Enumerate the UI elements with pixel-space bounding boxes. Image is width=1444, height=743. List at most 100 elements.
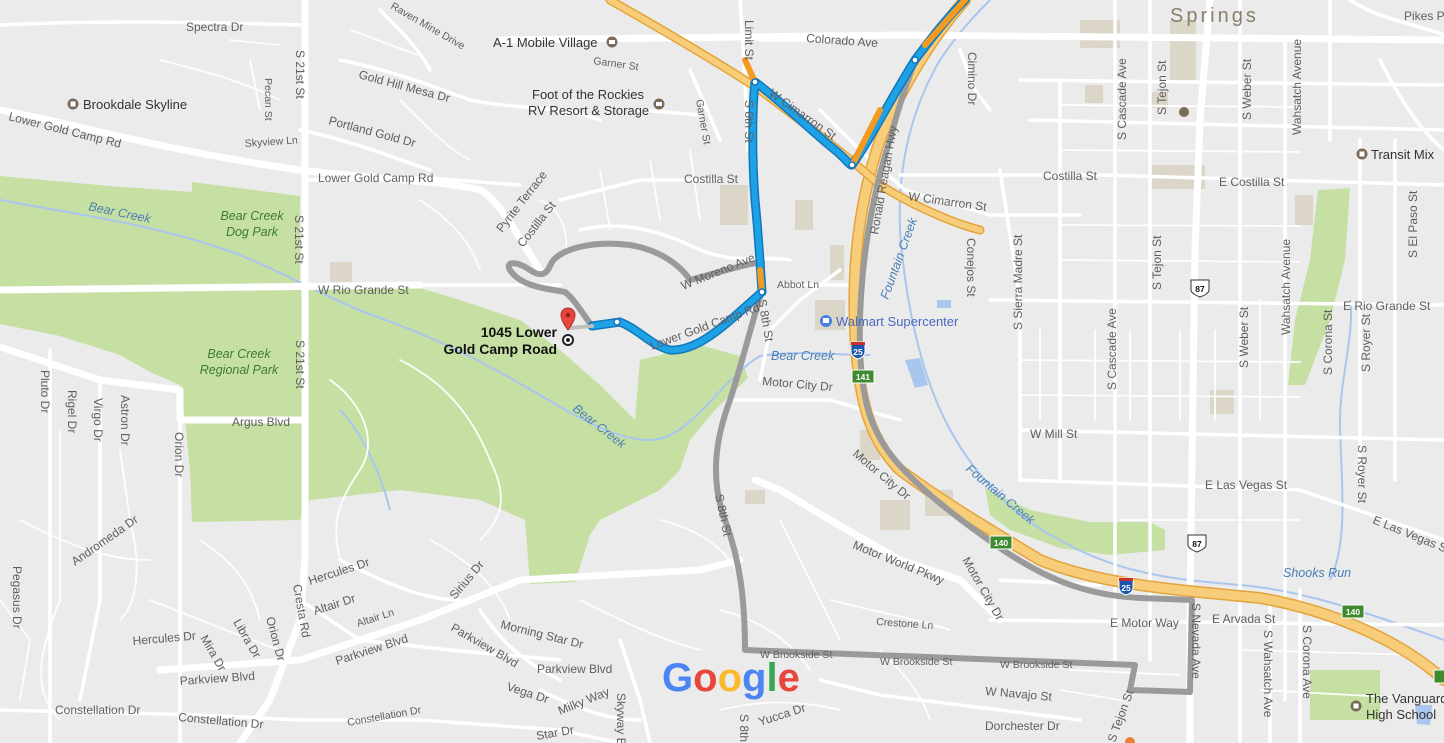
street-label: Astron Dr xyxy=(118,395,132,446)
street-label: Wahsatch Avenue xyxy=(1290,39,1304,135)
street-label: S 8th xyxy=(737,714,751,742)
street-label: W Brookside St xyxy=(760,649,832,661)
street-label: Constellation Dr xyxy=(55,703,140,717)
fountain-creek-water xyxy=(898,0,1444,641)
street-label: Orion Dr xyxy=(172,432,186,477)
svg-text:RV Resort & Storage: RV Resort & Storage xyxy=(528,103,649,118)
google-logo-letter: o xyxy=(718,656,742,700)
street-label: Skyway B xyxy=(614,693,628,743)
street-label: Parkview Blvd xyxy=(537,662,612,676)
street-label: Pecan St xyxy=(262,78,274,121)
street-label: S El Paso St xyxy=(1406,190,1420,258)
water-label: Bear Creek xyxy=(771,349,835,363)
street-label: W Navajo St xyxy=(985,684,1053,704)
waterways xyxy=(0,0,1444,641)
place-icon xyxy=(1125,737,1135,743)
fountain-creek-park-area xyxy=(985,488,1165,555)
street-label: S 21st St xyxy=(292,215,306,264)
street-label: Parkview Blvd xyxy=(179,669,255,688)
svg-text:87: 87 xyxy=(1195,284,1205,294)
state-shield-icon: 140 xyxy=(1341,604,1365,619)
alternate-route-west xyxy=(505,240,765,329)
poi-unlabeled xyxy=(1125,107,1189,743)
state-shield-icon: 141 xyxy=(851,369,875,384)
svg-text:High School: High School xyxy=(1366,707,1436,722)
svg-text:1045 Lower: 1045 Lower xyxy=(481,324,558,340)
street-label: E Arvada St xyxy=(1212,612,1276,626)
street-label: E Costilla St xyxy=(1219,175,1285,189)
alternate-routes xyxy=(505,57,1195,695)
state-shield-icon: 140 xyxy=(989,535,1013,550)
street-label: S Royer St xyxy=(1359,313,1373,372)
us-route-shield-icon: 87 xyxy=(1190,279,1210,298)
water-label: Shooks Run xyxy=(1283,566,1351,580)
street-label: Rigel Dr xyxy=(65,390,79,433)
street-label: S Sierra Madre St xyxy=(1011,234,1025,330)
svg-text:Brookdale Skyline: Brookdale Skyline xyxy=(83,97,187,112)
poi-foot-of-the-rockies: Foot of the Rockies RV Resort & Storage xyxy=(528,87,665,118)
street-label: Spectra Dr xyxy=(186,20,243,34)
street-label: Costilla St xyxy=(684,172,739,186)
poi-transit-mix: Transit Mix xyxy=(1356,147,1435,162)
poi-walmart-supercenter: Walmart Supercenter xyxy=(820,314,959,329)
street-label: Wahsatch Avenue xyxy=(1279,239,1293,335)
svg-text:25: 25 xyxy=(1121,583,1131,593)
street-label: Pikes P xyxy=(1404,9,1444,23)
wahsatch-park-area xyxy=(1288,188,1350,385)
street-label: S Corona Ave xyxy=(1300,625,1314,699)
bear-creek-park-area xyxy=(0,176,748,584)
svg-text:141: 141 xyxy=(856,372,870,382)
us-route-shield-icon: 87 xyxy=(1187,534,1207,553)
street-label: Pegasus Dr xyxy=(10,566,24,629)
street-label: S Tejon St xyxy=(1155,60,1169,115)
svg-text:Google: Google xyxy=(662,656,800,700)
street-label: Crestone Ln xyxy=(876,616,934,632)
svg-text:87: 87 xyxy=(1192,539,1202,549)
park-label: Bear Creek xyxy=(220,209,284,223)
google-logo-letter: l xyxy=(766,656,777,700)
poi-markers[interactable]: Brookdale Skyline A-1 Mobile Village Foo… xyxy=(67,35,1444,743)
street-label: S Weber St xyxy=(1240,58,1254,120)
svg-text:A-1 Mobile Village: A-1 Mobile Village xyxy=(493,35,598,50)
street-label: Virgo Dr xyxy=(91,398,105,442)
destination-pin[interactable] xyxy=(560,307,576,346)
google-logo-letter: g xyxy=(742,656,766,700)
street-label: Motor City Dr xyxy=(762,374,834,394)
svg-text:Gold Camp Road: Gold Camp Road xyxy=(443,341,557,357)
street-label: S Corona St xyxy=(1321,309,1335,375)
street-label: Cimino Dr xyxy=(965,52,979,105)
street-label: S Weber St xyxy=(1237,306,1251,368)
street-label: Colorado Ave xyxy=(806,31,879,50)
street-label: E Motor Way xyxy=(1110,616,1179,630)
street-label: S Nevada Ave xyxy=(1189,603,1203,679)
street-label: Hercules Dr xyxy=(132,629,196,648)
street-label: W Rio Grande St xyxy=(318,283,409,297)
poi-brookdale-skyline: Brookdale Skyline xyxy=(67,97,187,112)
svg-text:Transit Mix: Transit Mix xyxy=(1371,147,1435,162)
street-label: S 21st St xyxy=(293,50,307,99)
street-label: S Wahsatch Ave xyxy=(1261,630,1275,718)
water-bodies xyxy=(905,300,1432,725)
park-labels: Bear Creek Dog Park Bear Creek Regional … xyxy=(200,209,285,377)
street-label: Argus Blvd xyxy=(232,415,290,429)
street-label: Star Dr xyxy=(535,723,575,743)
street-label: E Las Vegas St xyxy=(1205,478,1288,492)
google-logo: Google xyxy=(662,656,800,700)
poi-vanguard-high-school: The Vanguard High School xyxy=(1350,691,1444,722)
street-label: S Royer St xyxy=(1355,445,1369,504)
park-label: Regional Park xyxy=(200,363,279,377)
google-logo-letter: G xyxy=(662,656,693,700)
park-label: Bear Creek xyxy=(207,347,271,361)
bear-creek-dog-park-area xyxy=(192,182,300,290)
park-areas xyxy=(0,176,1380,720)
street-label: Skyview Ln xyxy=(244,134,298,150)
street-label: W Brookside St xyxy=(880,656,952,668)
svg-text:140: 140 xyxy=(1346,607,1360,617)
svg-text:25: 25 xyxy=(853,347,863,357)
street-label: Conejos St xyxy=(964,238,978,297)
street-label: Pluto Dr xyxy=(38,370,52,413)
state-shield-icon xyxy=(1433,669,1444,684)
